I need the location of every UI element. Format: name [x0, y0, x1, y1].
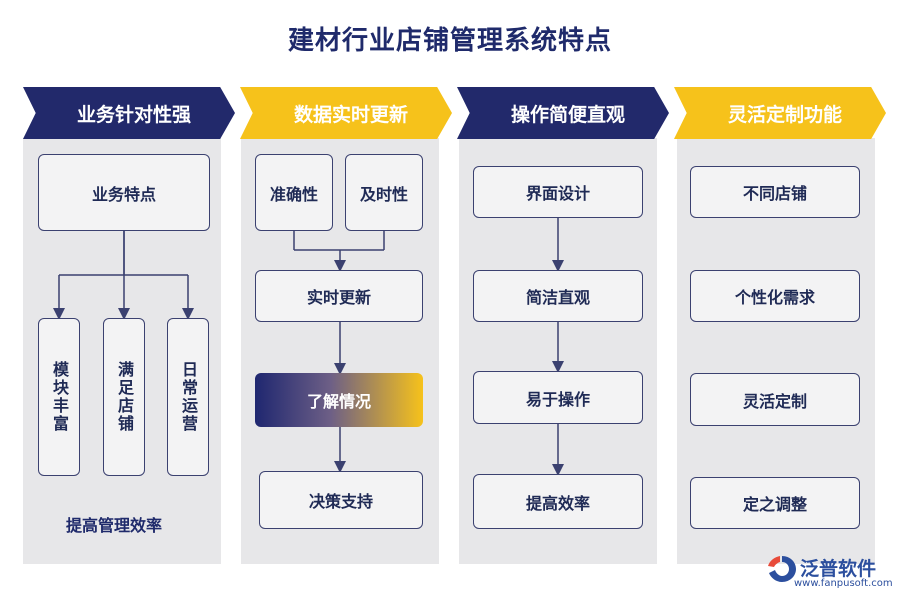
understand-situation-box: 了解情况 [255, 373, 423, 427]
column-4-header: 灵活定制功能 [674, 87, 886, 139]
business-features-box: 业务特点 [38, 154, 210, 231]
different-stores-box: 不同店铺 [690, 166, 860, 218]
column-3-header: 操作简便直观 [457, 87, 669, 139]
flexible-customize-box: 灵活定制 [690, 373, 860, 426]
logo-name: 泛普软件 [800, 558, 877, 580]
decision-support-box: 决策支持 [259, 471, 423, 529]
interface-design-box: 界面设计 [473, 166, 643, 218]
personalized-needs-box: 个性化需求 [690, 270, 860, 322]
realtime-update-box: 实时更新 [255, 270, 423, 322]
daily-operation-box: 日常运营 [167, 318, 209, 476]
logo-url: www.fanpusoft.com [794, 578, 893, 589]
column-1-header: 业务针对性强 [23, 87, 235, 139]
improve-efficiency-note: 提高管理效率 [66, 516, 163, 535]
fanpu-logo-icon [768, 556, 796, 582]
simple-intuitive-box: 简洁直观 [473, 270, 643, 322]
module-rich-box: 模块丰富 [38, 318, 80, 476]
timeliness-box: 及时性 [345, 154, 423, 231]
adjust-box: 定之调整 [690, 477, 860, 529]
fanpu-logo: 泛普软件 www.fanpusoft.com [764, 552, 894, 596]
easy-operate-box: 易于操作 [473, 371, 643, 424]
meet-store-box: 满足店铺 [103, 318, 145, 476]
column-2-header: 数据实时更新 [240, 87, 452, 139]
improve-efficiency-box: 提高效率 [473, 474, 643, 529]
page-title: 建材行业店铺管理系统特点 [287, 26, 612, 56]
accuracy-box: 准确性 [255, 154, 333, 231]
